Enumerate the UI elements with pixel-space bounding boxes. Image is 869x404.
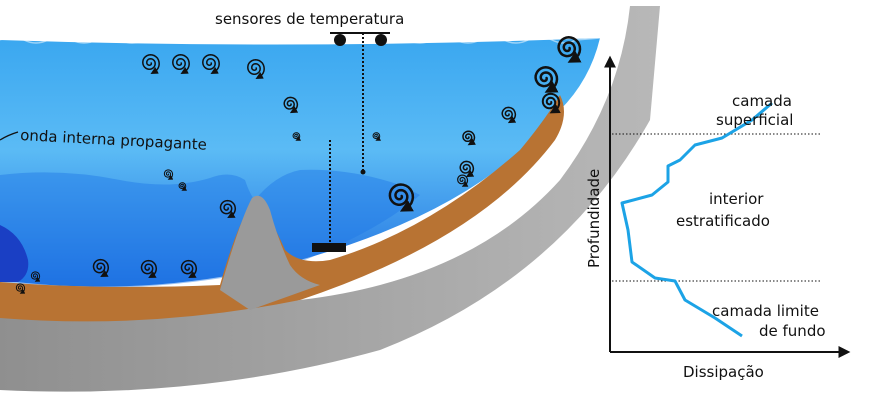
interior-label-2: estratificado bbox=[676, 212, 770, 230]
spiral-eddy-icon bbox=[178, 182, 188, 191]
spiral-eddy-icon bbox=[180, 259, 198, 279]
spiral-eddy-icon bbox=[388, 183, 415, 212]
spiral-eddy-icon bbox=[172, 54, 190, 74]
spiral-eddy-icon bbox=[459, 160, 475, 178]
spiral-eddy-icon bbox=[557, 36, 582, 63]
spiral-eddy-icon bbox=[534, 66, 559, 93]
interior-label-1: interior bbox=[709, 190, 764, 208]
dissipation-profile-plot: camada superficial interior estratificad… bbox=[585, 55, 851, 381]
spiral-eddy-icon bbox=[219, 199, 237, 219]
spiral-eddy-icon bbox=[140, 259, 158, 279]
sensors-label: sensores de temperatura bbox=[215, 10, 404, 28]
surface-layer-label-2: superficial bbox=[716, 111, 793, 129]
sensor-float-icon bbox=[375, 34, 387, 46]
spiral-eddy-icon bbox=[292, 132, 302, 141]
internal-wave-pointer bbox=[0, 131, 19, 141]
spiral-eddy-icon bbox=[247, 59, 265, 79]
spiral-eddy-icon bbox=[15, 283, 26, 294]
rock-basin bbox=[0, 6, 660, 392]
internal-wave-layer bbox=[0, 169, 420, 288]
spiral-eddy-icon bbox=[202, 54, 220, 74]
x-axis-label: Dissipação bbox=[683, 363, 764, 381]
spiral-eddy-icon bbox=[457, 174, 469, 187]
eddy-group bbox=[15, 36, 582, 294]
bottom-layer-label-1: camada limite bbox=[712, 302, 819, 320]
spiral-eddy-icon bbox=[372, 132, 382, 141]
deep-water-mass bbox=[0, 225, 29, 282]
spiral-eddy-icon bbox=[163, 169, 174, 180]
dissipation-profile-line bbox=[620, 101, 773, 338]
spiral-eddy-icon bbox=[541, 92, 561, 114]
bottom-layer-label-2: de fundo bbox=[759, 322, 826, 340]
sensor-float-icon bbox=[334, 34, 346, 46]
spiral-eddy-icon bbox=[462, 130, 476, 146]
mooring-anchor-icon bbox=[312, 243, 346, 252]
spiral-eddy-icon bbox=[142, 54, 160, 74]
surface-layer-label-1: camada bbox=[732, 92, 792, 110]
spiral-eddy-icon bbox=[501, 106, 517, 124]
y-axis-label: Profundidade bbox=[585, 169, 603, 268]
spiral-eddy-icon bbox=[30, 271, 41, 282]
water-body bbox=[0, 38, 600, 287]
temperature-mooring bbox=[312, 32, 390, 252]
spiral-eddy-icon bbox=[92, 258, 110, 278]
spiral-eddy-icon bbox=[283, 96, 299, 114]
surface-waves bbox=[0, 36, 601, 44]
rock-ridge bbox=[220, 195, 320, 310]
